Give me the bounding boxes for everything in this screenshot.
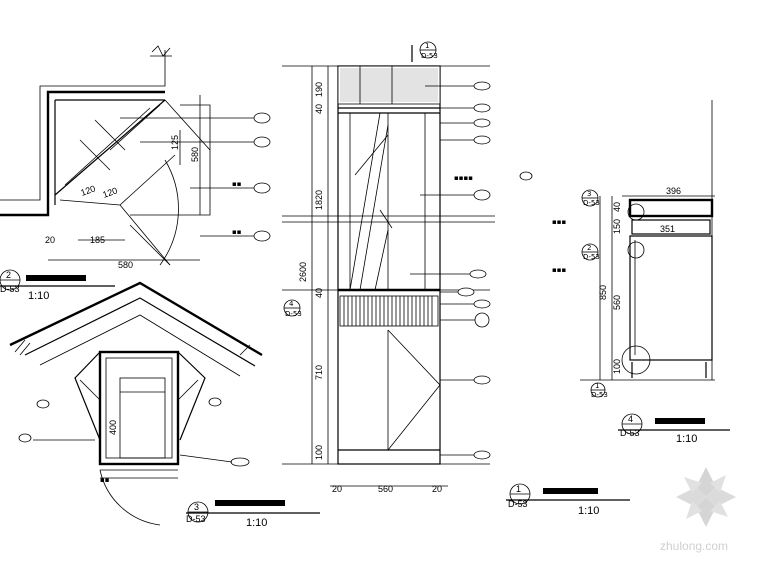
callout-number: 1	[516, 484, 521, 494]
svg-text:▪▪▪▪: ▪▪▪▪	[454, 174, 473, 182]
counter-top	[628, 198, 714, 218]
material-tag	[253, 230, 271, 242]
zhulong-logo	[676, 467, 736, 527]
plan-detail-3: 400 ▪▪ 3 D-53 1:10	[9, 281, 320, 529]
drawer-box	[631, 219, 711, 235]
dim-s-150: 150	[612, 219, 622, 234]
detail-title-block	[543, 488, 598, 494]
dim-v-100: 100	[314, 445, 324, 460]
dim-120a: 120	[79, 183, 97, 198]
dim-b-20b: 20	[432, 484, 442, 494]
dim-125: 125	[170, 135, 180, 150]
dim-v-710: 710	[314, 365, 324, 380]
detail-title-block	[655, 418, 705, 424]
detail-scale: 1:10	[578, 505, 599, 517]
dim-v-2600: 2600	[298, 262, 308, 282]
detail-scale: 1:10	[246, 517, 267, 529]
dim-b-20a: 20	[332, 484, 342, 494]
material-tag	[253, 182, 271, 194]
svg-text:▪▪▪: ▪▪▪	[552, 266, 566, 274]
material-tag	[253, 112, 271, 124]
detail-scale: 1:10	[676, 433, 697, 445]
dim-v-40a: 40	[314, 104, 324, 114]
detail-scale: 1:10	[28, 290, 49, 302]
watermark: zhulong.com	[660, 467, 736, 553]
break-mark	[379, 209, 393, 229]
svg-text:3: 3	[587, 190, 591, 198]
dim-580-bottom: 580	[118, 260, 133, 270]
callout-number: 4	[628, 414, 633, 424]
grille-lines	[343, 296, 433, 326]
gable-outer	[9, 281, 263, 357]
door-swing	[159, 159, 179, 266]
svg-text:D-53: D-53	[583, 199, 600, 207]
hatch-top	[340, 68, 438, 102]
dim-s-850: 850	[598, 285, 608, 300]
dim-185: 185	[90, 235, 105, 245]
svg-text:▪▪: ▪▪	[232, 228, 242, 236]
dim-20: 20	[45, 235, 55, 245]
wall-outline-outer	[0, 50, 166, 201]
section-detail-4: 396 351 40 150 850 560 100 3 D-53 2 D-53…	[552, 100, 730, 445]
break-line	[151, 45, 171, 57]
svg-text:D-53: D-53	[583, 253, 600, 261]
dim-s-40: 40	[612, 202, 622, 212]
door-swing	[99, 469, 161, 526]
svg-text:▪▪: ▪▪	[232, 180, 242, 188]
drawer-grille	[339, 295, 439, 327]
callout-reference: D-53	[0, 284, 20, 294]
svg-text:1: 1	[595, 382, 599, 390]
dim-s-100: 100	[612, 359, 622, 374]
callout-number: 2	[6, 270, 11, 280]
svg-text:D-53: D-53	[285, 310, 302, 318]
detail-title-block	[26, 275, 86, 281]
dim-v-190: 190	[314, 82, 324, 97]
wall-outline	[0, 90, 165, 217]
callout-reference: D-53	[508, 499, 528, 509]
detail-title-block	[215, 500, 285, 506]
callout-reference: D-53	[186, 514, 206, 524]
dim-v-1820: 1820	[314, 190, 324, 210]
material-tag	[253, 136, 271, 148]
dim-580-side: 580	[190, 147, 200, 162]
watermark-text: zhulong.com	[660, 539, 728, 553]
svg-text:D-53: D-53	[591, 391, 608, 399]
plan-detail-2: ▪▪ ▪▪ 580 125 185 20 580 120 120 2 D-53 …	[0, 45, 271, 302]
svg-text:▪▪▪: ▪▪▪	[552, 218, 566, 226]
svg-text:D-53: D-53	[421, 52, 438, 60]
dim-120b: 120	[101, 185, 119, 200]
dim-b-560: 560	[378, 484, 393, 494]
dim-396: 396	[666, 186, 681, 196]
svg-text:4: 4	[289, 300, 294, 308]
dim-v-40b: 40	[314, 288, 324, 298]
svg-text:▪▪: ▪▪	[100, 476, 110, 484]
cabinet-front	[98, 350, 180, 466]
dim-400: 400	[108, 420, 118, 435]
callout-number: 3	[194, 502, 199, 512]
dim-351: 351	[660, 224, 675, 234]
elevation-detail-1: 1 D-53	[282, 41, 630, 517]
svg-text:2: 2	[587, 244, 591, 252]
dim-s-560: 560	[612, 295, 622, 310]
callout-reference: D-53	[620, 428, 640, 438]
svg-text:1: 1	[425, 42, 429, 50]
